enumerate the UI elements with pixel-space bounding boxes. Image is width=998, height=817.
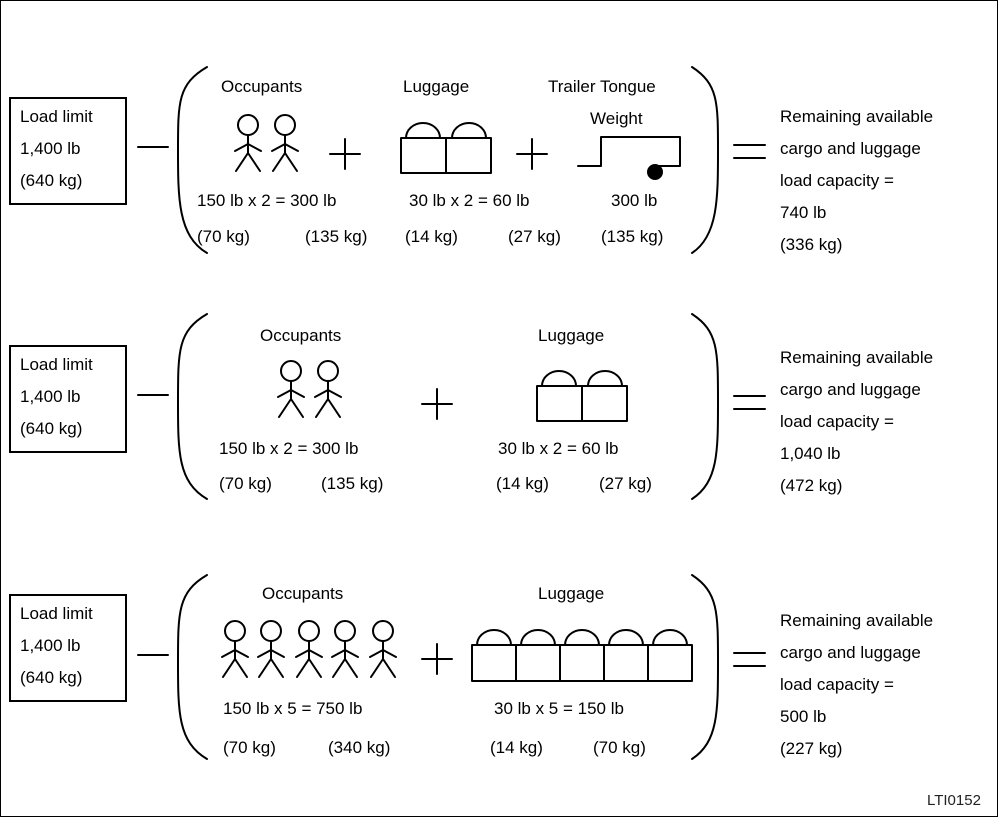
result-line-2: cargo and luggage: [780, 139, 921, 158]
occupants-label: Occupants: [262, 584, 344, 603]
trailer-metric: (135 kg): [601, 227, 664, 246]
load-limit-kg: (640 kg): [20, 419, 83, 438]
luggage-metric-each: (14 kg): [405, 227, 458, 246]
luggage-metric-total: (27 kg): [508, 227, 561, 246]
luggage-metric-each: (14 kg): [496, 474, 549, 493]
luggage-metric-total: (27 kg): [599, 474, 652, 493]
trailer-calc: 300 lb: [611, 191, 658, 210]
load-limit-lb: 1,400 lb: [20, 387, 81, 406]
trailer-label: Trailer Tongue: [548, 77, 656, 96]
figure-code: LTI0152: [927, 792, 981, 809]
occupants-calc: 150 lb x 5 = 750 lb: [223, 699, 363, 718]
luggage-metric-each: (14 kg): [490, 738, 543, 757]
result-kg: (227 kg): [780, 739, 843, 758]
trailer-label-2: Weight: [590, 109, 643, 128]
result-line-3: load capacity =: [780, 675, 894, 694]
result-line-1: Remaining available: [780, 107, 934, 126]
result-line-2: cargo and luggage: [780, 643, 921, 662]
luggage-calc: 30 lb x 2 = 60 lb: [498, 439, 619, 458]
luggage-label: Luggage: [538, 326, 605, 345]
result-kg: (336 kg): [780, 235, 843, 254]
luggage-label: Luggage: [403, 77, 470, 96]
load-limit-box: Load limit 1,400 lb (640 kg): [9, 97, 127, 205]
occupants-calc: 150 lb x 2 = 300 lb: [197, 191, 337, 210]
occupants-metric-total: (135 kg): [305, 227, 368, 246]
load-limit-title: Load limit: [20, 355, 93, 374]
occupants-metric-total: (135 kg): [321, 474, 384, 493]
load-limit-title: Load limit: [20, 604, 93, 623]
load-limit-lb: 1,400 lb: [20, 636, 81, 655]
load-limit-lb: 1,400 lb: [20, 139, 81, 158]
occupants-metric-each: (70 kg): [219, 474, 272, 493]
luggage-calc: 30 lb x 2 = 60 lb: [409, 191, 530, 210]
result-kg: (472 kg): [780, 476, 843, 495]
result-line-1: Remaining available: [780, 348, 934, 367]
occupants-metric-each: (70 kg): [223, 738, 276, 757]
load-limit-box: Load limit 1,400 lb (640 kg): [9, 594, 127, 702]
load-limit-box: Load limit 1,400 lb (640 kg): [9, 345, 127, 453]
load-limit-title: Load limit: [20, 107, 93, 126]
result-line-3: load capacity =: [780, 412, 894, 431]
load-limit-kg: (640 kg): [20, 668, 83, 687]
occupants-metric-total: (340 kg): [328, 738, 391, 757]
load-limit-kg: (640 kg): [20, 171, 83, 190]
result-line-2: cargo and luggage: [780, 380, 921, 399]
luggage-calc: 30 lb x 5 = 150 lb: [494, 699, 624, 718]
result-lb: 500 lb: [780, 707, 827, 726]
result-line-3: load capacity =: [780, 171, 894, 190]
occupants-label: Occupants: [221, 77, 303, 96]
result-line-1: Remaining available: [780, 611, 934, 630]
luggage-label: Luggage: [538, 584, 605, 603]
result-lb: 1,040 lb: [780, 444, 841, 463]
occupants-metric-each: (70 kg): [197, 227, 250, 246]
occupants-label: Occupants: [260, 326, 342, 345]
occupants-calc: 150 lb x 2 = 300 lb: [219, 439, 359, 458]
result-lb: 740 lb: [780, 203, 827, 222]
luggage-metric-total: (70 kg): [593, 738, 646, 757]
